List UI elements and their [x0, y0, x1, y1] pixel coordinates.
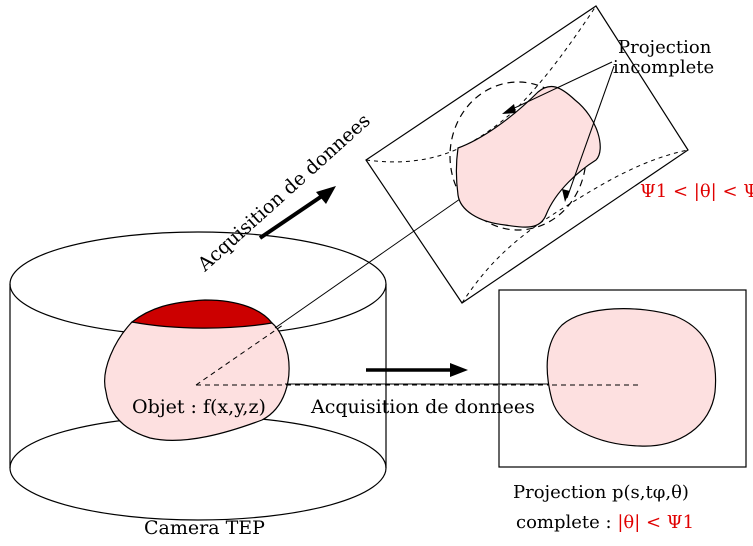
- acquisition-horizontal-label: Acquisition de donnees: [310, 396, 535, 418]
- object-body: [104, 321, 290, 441]
- camera-label: Camera TEP: [144, 517, 265, 539]
- proj-incomplete-line2: incomplete: [613, 57, 714, 78]
- horizontal-acquisition-arrow: [366, 363, 468, 377]
- annot-arrow-head-2: [562, 189, 570, 202]
- proj-complete-line2: complete : |θ| < Ψ1: [516, 512, 694, 533]
- object-blob: [104, 299, 290, 441]
- psi-range-label: Ψ1 < |θ| < Ψ: [640, 181, 753, 202]
- proj-complete-condition: |θ| < Ψ1: [617, 512, 694, 533]
- proj-complete-prefix: complete :: [516, 512, 617, 533]
- complete-projection-panel: [498, 289, 747, 468]
- annot-arrow-head-1: [502, 104, 516, 114]
- annot-arrow-line-2: [566, 65, 615, 199]
- proj-complete-line1: Projection p(s,tφ,θ): [513, 482, 689, 503]
- diagonal-acquisition-arrow: [258, 186, 336, 240]
- complete-projection-shape: [546, 308, 717, 447]
- incomplete-projection-shape: [455, 85, 601, 228]
- object-red-cap: [130, 299, 274, 329]
- projection-solid-line: [274, 191, 471, 329]
- acquisition-diagonal-label: Acquisition de donnees: [193, 110, 375, 277]
- incomplete-annotation-arrows: [502, 61, 615, 202]
- panel-dashed-curve-bottom: [461, 149, 689, 304]
- complete-panel-frame: [498, 289, 747, 468]
- annot-arrow-line-1: [505, 61, 613, 113]
- tilted-panel-frame: [365, 5, 689, 304]
- object-label: Objet : f(x,y,z): [132, 396, 266, 418]
- proj-incomplete-line1: Projection: [618, 37, 712, 58]
